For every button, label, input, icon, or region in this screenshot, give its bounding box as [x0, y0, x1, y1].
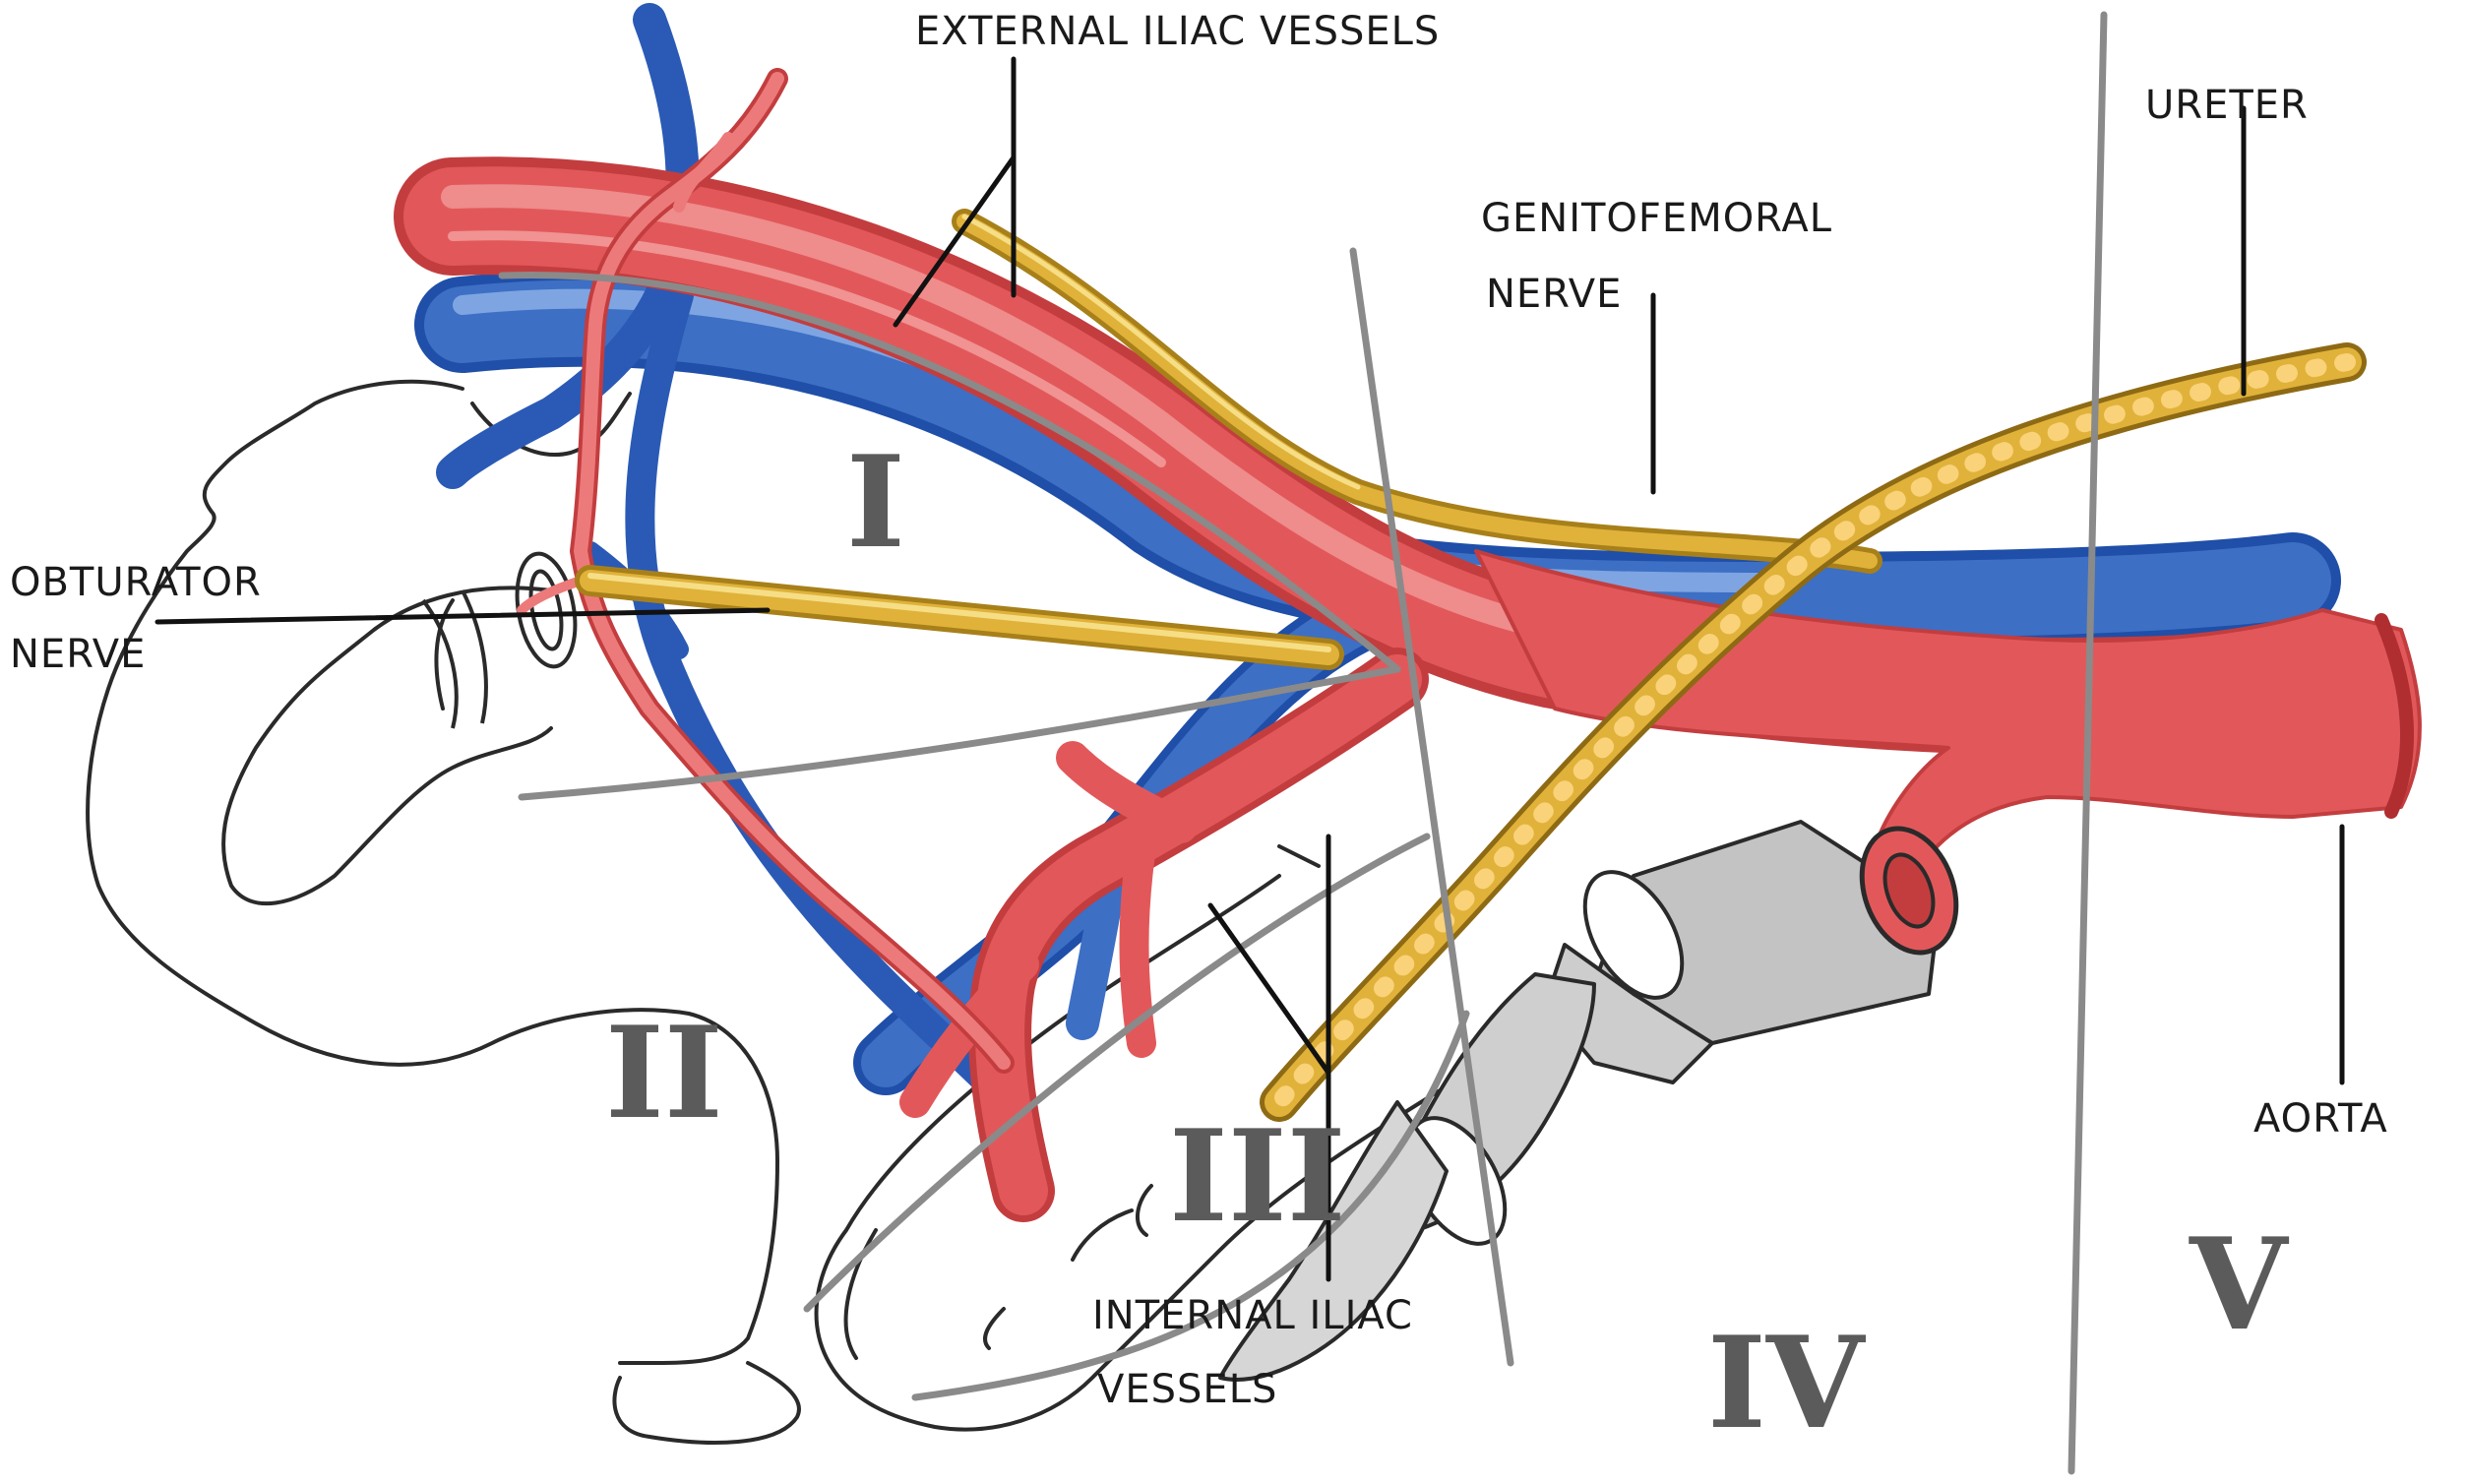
- leader-lines: [154, 56, 2345, 1282]
- obturator-foramen: [421, 551, 578, 729]
- label-obturator: OBTURATOR: [10, 560, 262, 605]
- label-genitofemoral: GENITOFEMORAL: [1481, 196, 1832, 241]
- divider-IV-left: [1349, 247, 1514, 1367]
- label-ureter: URETER: [2145, 83, 2309, 128]
- region-V: V: [2189, 1211, 2290, 1359]
- divider-I-upper: [498, 271, 1401, 673]
- label-aorta: AORTA: [2253, 1096, 2388, 1142]
- region-I: I: [846, 429, 905, 577]
- label-internal-iliac-vessels: VESSELS: [1097, 1367, 1277, 1412]
- leader-external-iliac: [893, 56, 1017, 328]
- divider-IV-right: [2067, 11, 2108, 1475]
- genitofemoral-nerve: [952, 209, 1882, 574]
- obturator-nerve: [575, 565, 1344, 670]
- sacrum-vertebrae: [1218, 820, 1941, 1382]
- label-external-iliac-vessels: EXTERNAL ILIAC VESSELS: [915, 9, 1440, 54]
- region-IV: IV: [1707, 1310, 1867, 1457]
- divider-III-lower: [911, 1010, 1470, 1401]
- structure-labels: EXTERNAL ILIAC VESSELS URETER GENITOFEMO…: [10, 9, 2388, 1412]
- divider-I-lower: [518, 665, 1401, 801]
- label-internal-iliac: INTERNAL ILIAC: [1092, 1293, 1413, 1338]
- region-III: III: [1169, 1103, 1346, 1251]
- label-genitofemoral-nerve: NERVE: [1486, 272, 1622, 317]
- region-dividers: [498, 11, 2108, 1475]
- ureter: [1260, 342, 2367, 1122]
- region-II: II: [605, 1000, 723, 1147]
- divider-III: [803, 833, 1431, 1313]
- leader-obturator: [154, 607, 771, 625]
- region-numerals: I II III IV V: [605, 429, 2290, 1457]
- leader-internal-iliac: [1207, 834, 1331, 1282]
- label-obturator-nerve: NERVE: [10, 632, 146, 677]
